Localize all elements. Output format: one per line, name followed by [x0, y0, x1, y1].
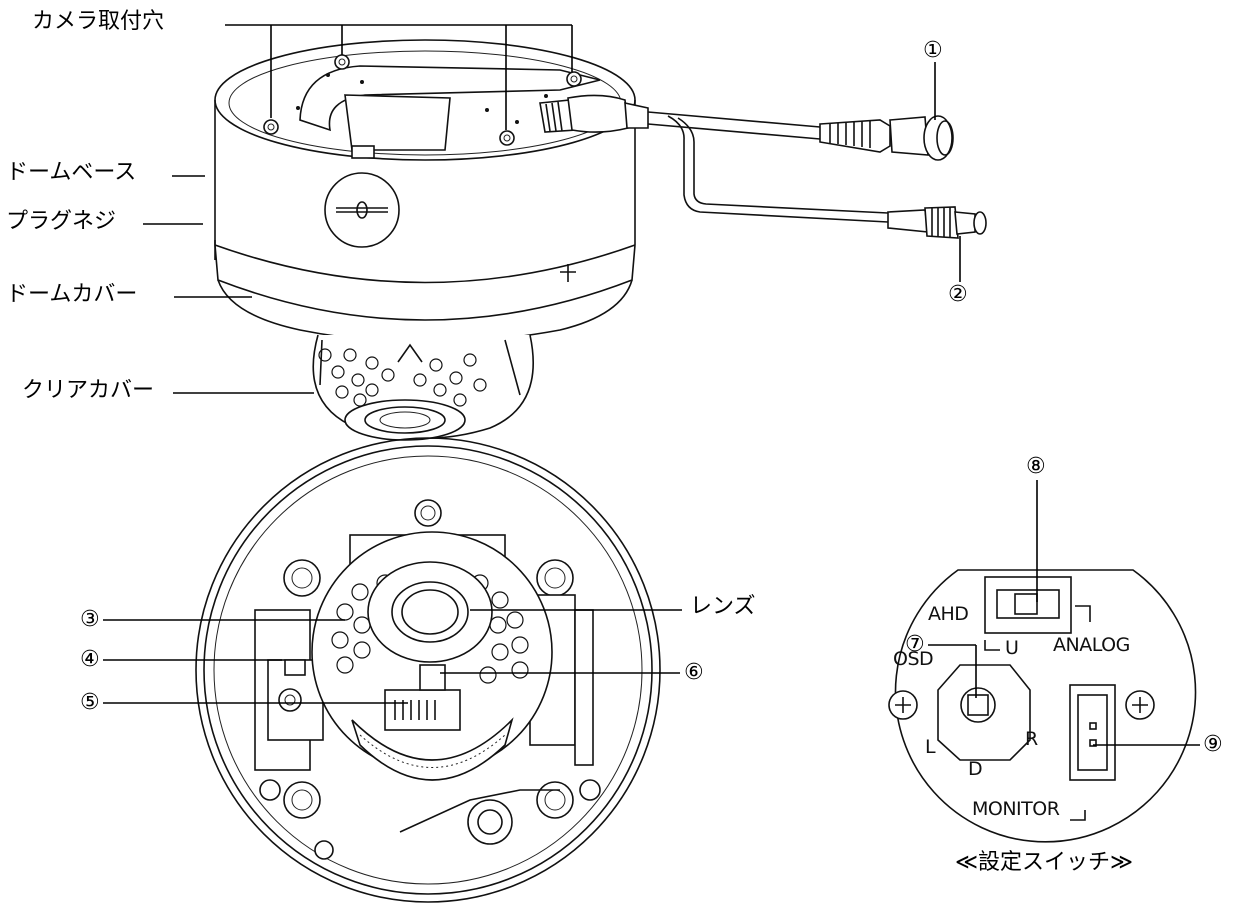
dome-camera-side-view [214, 39, 636, 441]
callout-5: ⑤ [80, 690, 100, 715]
switch-label-monitor: MONITOR [972, 798, 1060, 820]
switch-label-ahd: AHD [928, 603, 969, 625]
callout-3: ③ [80, 607, 100, 632]
callout-7: ⑦ [905, 632, 925, 657]
label-mount-holes: カメラ取付穴 [32, 9, 165, 34]
callout-2: ② [948, 282, 968, 307]
label-dome-cover: ドームカバー [6, 282, 138, 307]
leader-lines [103, 24, 1200, 746]
switch-label-analog: ANALOG [1053, 634, 1130, 656]
switch-label-r: R [1025, 728, 1038, 750]
dome-camera-internal-view [195, 437, 661, 903]
callout-9: ⑨ [1203, 732, 1223, 757]
label-dome-base: ドームベース [6, 160, 137, 185]
callout-6: ⑥ [684, 660, 704, 685]
callout-1: ① [923, 38, 943, 63]
switch-label-u: U [1005, 637, 1019, 659]
switch-label-d: D [968, 758, 983, 780]
label-lens: レンズ [690, 594, 756, 619]
switch-label-l: L [925, 736, 936, 758]
switch-panel [888, 569, 1197, 843]
switch-label-osd: OSD [893, 648, 934, 670]
callout-8: ⑧ [1026, 454, 1046, 479]
label-clear-cover: クリアカバー [22, 378, 155, 403]
callout-4: ④ [80, 647, 100, 672]
cable-assembly [539, 94, 987, 239]
label-switch-caption: ≪設定スイッチ≫ [955, 850, 1134, 875]
label-plug-screw: プラグネジ [6, 209, 117, 234]
